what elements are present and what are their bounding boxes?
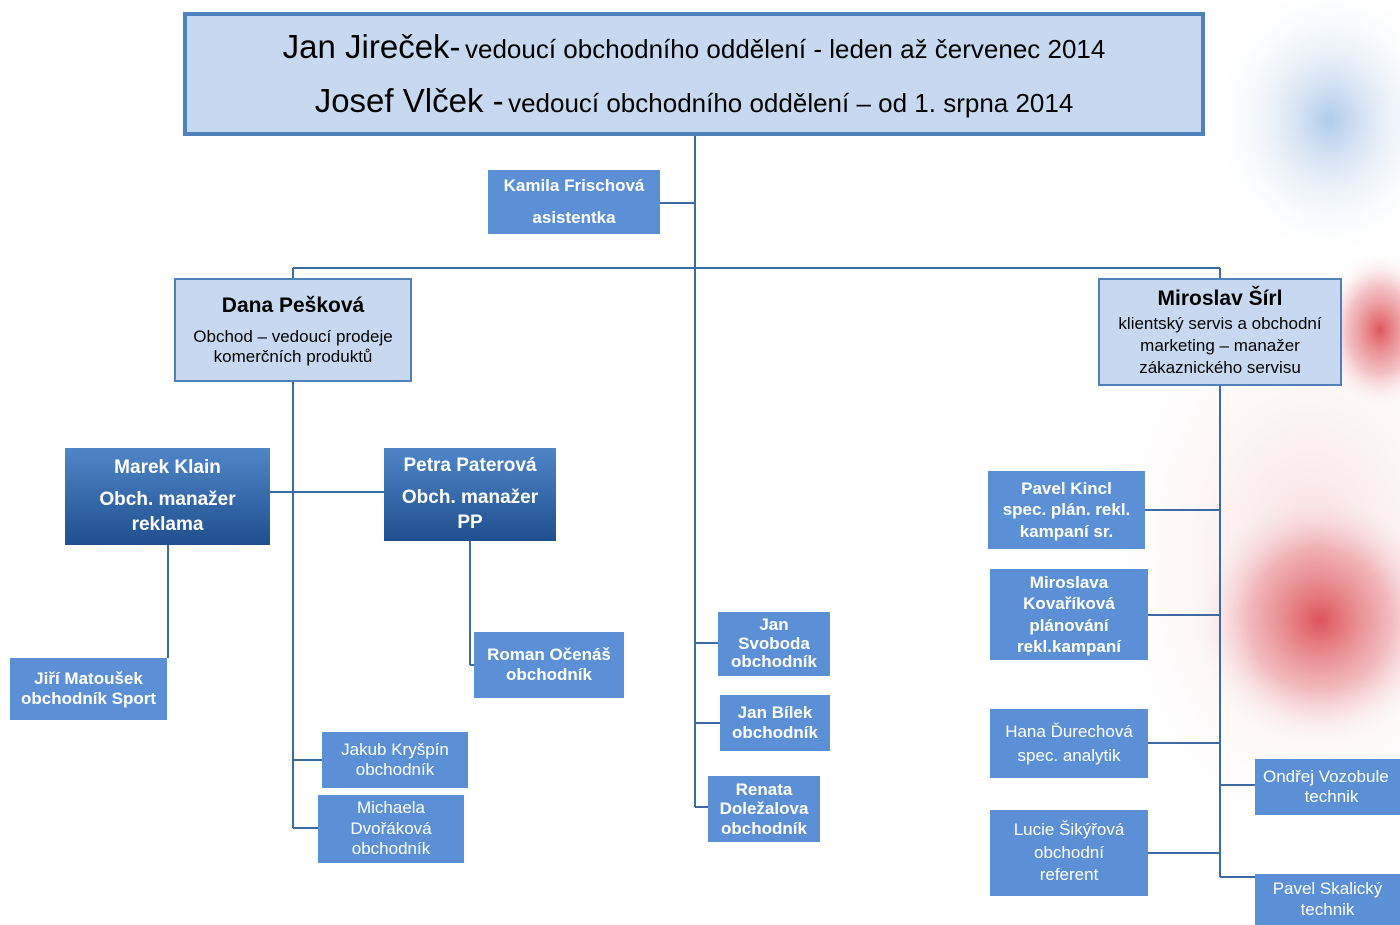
jakub-kryspin-box: Jakub Kryšpín obchodník: [322, 732, 468, 788]
petra-paterova-role-2: PP: [457, 512, 483, 534]
miroslava-kovarikova-line-1: Miroslava: [1029, 573, 1109, 592]
marek-klain-role-2: reklama: [131, 514, 204, 536]
jan-svoboda-line-1: Jan: [759, 614, 789, 634]
ondrej-vozobule-line-2: technik: [1304, 787, 1359, 806]
department-head-box: Jan Jireček- vedoucí obchodního oddělení…: [183, 12, 1205, 136]
jiri-matousek-line-2: obchodník Sport: [20, 689, 157, 708]
marek-klain-box: Marek Klain Obch. manažer reklama: [65, 448, 270, 545]
service-manager-name: Miroslav Šírl: [1157, 287, 1283, 311]
renata-dolezalova-line-1: Renata: [735, 779, 793, 799]
service-manager-role-2: marketing – manažer: [1140, 335, 1300, 355]
jakub-kryspin-line-1: Jakub Kryšpín: [341, 739, 449, 759]
assistant-box: Kamila Frischová asistentka: [488, 170, 660, 234]
petra-paterova-role-1: Obch. manažer: [401, 486, 539, 508]
lucie-sikyrova-box: Lucie Šikýřová obchodní referent: [990, 810, 1148, 896]
service-manager-role-1: klientský servis a obchodní: [1118, 313, 1322, 333]
marek-klain-role-1: Obch. manažer: [99, 488, 236, 510]
michaela-dvorakova-box: Michaela Dvořáková obchodník: [318, 795, 464, 863]
assistant-role: asistentka: [532, 208, 616, 227]
renata-dolezalova-line-2: Doležalova: [719, 799, 809, 819]
head-name-jirecek: Jan Jireček-: [282, 28, 461, 66]
jan-svoboda-line-2: Svoboda: [738, 633, 810, 653]
lucie-sikyrova-line-2: obchodní: [1034, 842, 1104, 862]
service-manager-role-3: zákaznického servisu: [1139, 357, 1301, 377]
head-role-vlcek: vedoucí obchodního oddělení – od 1. srpn…: [508, 88, 1074, 118]
hana-durechova-line-2: spec. analytik: [1017, 745, 1121, 765]
sales-manager-role-2: komerčních produktů: [213, 347, 373, 367]
roman-ocenas-line-1: Roman Očenáš: [487, 644, 611, 664]
hana-durechova-line-1: Hana Ďurechová: [1005, 721, 1133, 741]
michaela-dvorakova-line-3: obchodník: [351, 839, 431, 859]
miroslava-kovarikova-line-3: plánování: [1029, 615, 1109, 635]
jan-svoboda-line-3: obchodník: [731, 652, 817, 672]
head-line-1: Jan Jireček- vedoucí obchodního oddělení…: [283, 27, 1106, 67]
head-name-vlcek: Josef Vlček -: [314, 82, 504, 119]
jiri-matousek-line-1: Jiří Matoušek: [34, 668, 143, 688]
marek-klain-name: Marek Klain: [114, 457, 221, 479]
roman-ocenas-box: Roman Očenáš obchodník: [474, 632, 624, 698]
jan-bilek-line-1: Jan Bílek: [737, 702, 813, 722]
miroslava-kovarikova-line-4: rekl.kampaní: [1017, 636, 1121, 656]
pavel-skalicky-line-2: technik: [1300, 899, 1355, 919]
michaela-dvorakova-line-1: Michaela: [356, 798, 426, 818]
ondrej-vozobule-box: Ondřej Vozobule technik: [1255, 759, 1400, 815]
renata-dolezalova-box: Renata Doležalova obchodník: [708, 776, 820, 842]
assistant-name: Kamila Frischová: [503, 176, 645, 195]
michaela-dvorakova-line-2: Dvořáková: [350, 818, 432, 838]
hana-durechova-box: Hana Ďurechová spec. analytik: [990, 709, 1148, 778]
miroslava-kovarikova-box: Miroslava Kovaříková plánování rekl.kamp…: [990, 569, 1148, 660]
sales-manager-name: Dana Pešková: [221, 293, 365, 317]
pavel-kincl-line-1: Pavel Kincl: [1021, 479, 1112, 499]
jakub-kryspin-line-2: obchodník: [355, 760, 435, 779]
pavel-skalicky-box: Pavel Skalický technik: [1255, 874, 1400, 925]
lucie-sikyrova-line-1: Lucie Šikýřová: [1013, 819, 1125, 839]
miroslava-kovarikova-line-2: Kovaříková: [1023, 594, 1115, 614]
sales-manager-role-1: Obchod – vedoucí prodeje: [193, 326, 393, 346]
renata-dolezalova-line-3: obchodník: [721, 818, 807, 838]
roman-ocenas-line-2: obchodník: [506, 665, 592, 684]
jiri-matousek-box: Jiří Matoušek obchodník Sport: [10, 658, 167, 720]
pavel-kincl-line-3: kampaní sr.: [1019, 521, 1114, 541]
pavel-kincl-line-2: spec. plán. rekl.: [1002, 500, 1131, 520]
pavel-kincl-box: Pavel Kincl spec. plán. rekl. kampaní sr…: [988, 471, 1145, 549]
lucie-sikyrova-line-3: referent: [1039, 865, 1099, 885]
jan-bilek-box: Jan Bílek obchodník: [720, 695, 830, 751]
sales-manager-box: Dana Pešková Obchod – vedoucí prodeje ko…: [174, 278, 412, 382]
jan-svoboda-box: Jan Svoboda obchodník: [718, 612, 830, 676]
petra-paterova-box: Petra Paterová Obch. manažer PP: [384, 448, 556, 541]
head-role-jirecek: vedoucí obchodního oddělení - leden až č…: [464, 34, 1106, 65]
service-manager-box: Miroslav Šírl klientský servis a obchodn…: [1098, 278, 1342, 386]
petra-paterova-name: Petra Paterová: [403, 455, 537, 477]
jan-bilek-line-2: obchodník: [732, 723, 818, 742]
ondrej-vozobule-line-1: Ondřej Vozobule: [1263, 766, 1389, 786]
pavel-skalicky-line-1: Pavel Skalický: [1272, 879, 1383, 899]
head-line-2: Josef Vlček - vedoucí obchodního oddělen…: [315, 81, 1074, 121]
